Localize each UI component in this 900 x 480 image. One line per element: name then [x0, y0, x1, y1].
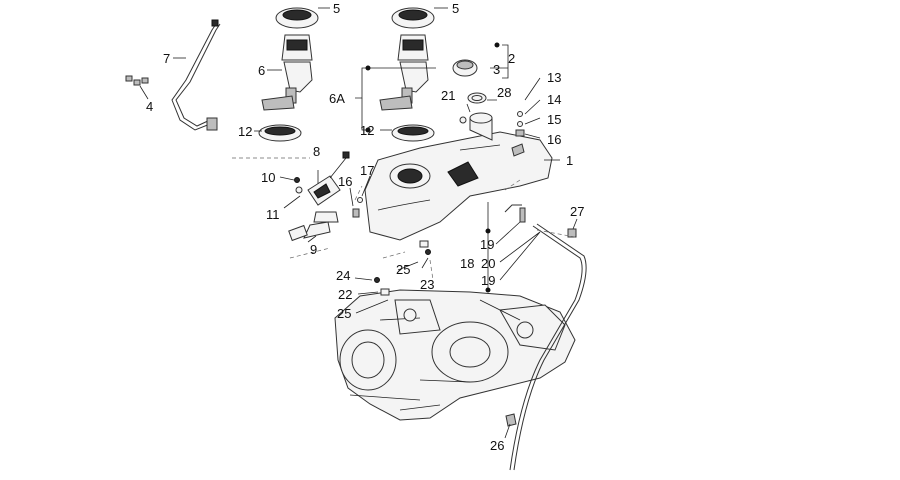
fuel-tank — [364, 112, 553, 241]
part-label-25: 25 — [396, 262, 410, 277]
part-label-5: 5 — [333, 1, 340, 16]
bracket-dots — [365, 42, 500, 293]
part-label-25: 25 — [337, 306, 351, 321]
part-label-7: 7 — [163, 51, 170, 66]
part-label-1: 1 — [566, 153, 573, 168]
engine-assembly — [334, 289, 576, 421]
part-label-11: 11 — [266, 207, 280, 222]
part-label-24: 24 — [336, 268, 350, 283]
leader-lines — [139, 7, 578, 439]
part-label-28: 28 — [497, 85, 511, 100]
part-label-13: 13 — [547, 70, 561, 85]
small-fittings — [352, 111, 577, 427]
part-label-20: 20 — [481, 256, 495, 271]
part-label-19: 19 — [480, 237, 494, 252]
part-label-19: 19 — [481, 273, 495, 288]
part-label-16: 16 — [338, 174, 352, 189]
part-label-14: 14 — [547, 92, 561, 107]
fuel-pump-assembly-left — [258, 7, 319, 142]
fuel-hose — [504, 204, 587, 471]
reference-lines — [232, 157, 576, 281]
part-label-12: 12 — [238, 124, 252, 139]
part-label-9: 9 — [310, 242, 317, 257]
part-label-21: 21 — [441, 88, 455, 103]
part-label-15: 15 — [547, 112, 561, 127]
part-label-27: 27 — [570, 204, 584, 219]
part-label-23: 23 — [420, 277, 434, 292]
part-label-16: 16 — [547, 132, 561, 147]
part-label-10: 10 — [261, 170, 275, 185]
fuel-pump-assembly-right — [379, 7, 435, 142]
part-label-8: 8 — [313, 144, 320, 159]
part-label-3: 3 — [493, 62, 500, 77]
part-label-6: 6 — [258, 63, 265, 78]
part-label-22: 22 — [338, 287, 352, 302]
part-labels: 5 5 6 6A 7 4 12 12 2 3 28 21 13 14 15 16… — [146, 1, 584, 453]
part-label-26: 26 — [490, 438, 504, 453]
part-label-6A: 6A — [329, 91, 345, 106]
part-label-2: 2 — [508, 51, 515, 66]
part-label-17: 17 — [360, 163, 374, 178]
breather-hose — [125, 19, 221, 131]
part-label-4: 4 — [146, 99, 153, 114]
fuel-level-sender — [288, 151, 350, 242]
part-label-18: 18 — [460, 256, 474, 271]
part-label-12: 12 — [360, 123, 374, 138]
part-label-5: 5 — [452, 1, 459, 16]
fuel-cap — [452, 59, 487, 104]
